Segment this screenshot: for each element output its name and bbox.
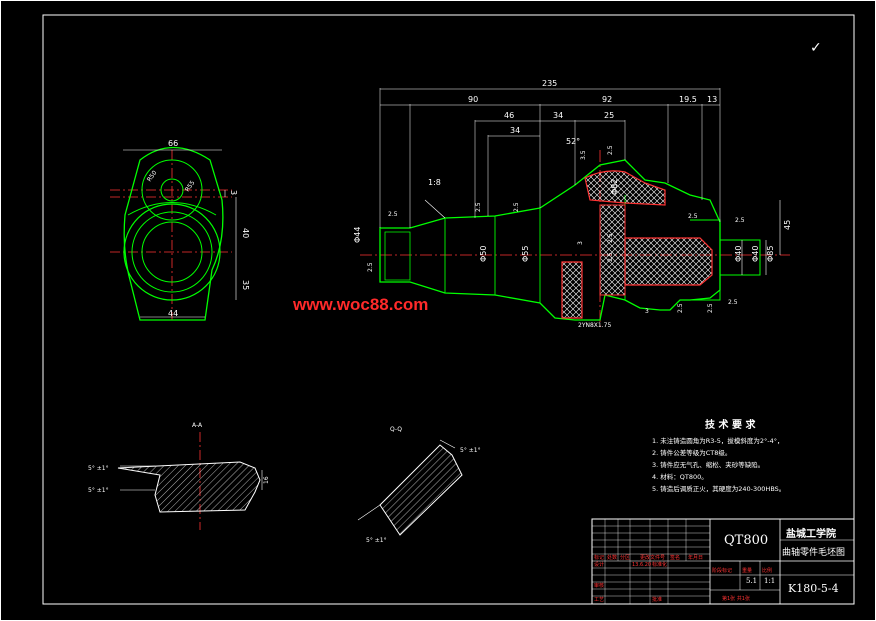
left-view xyxy=(110,147,237,321)
tb-label: 审核 xyxy=(594,582,604,589)
inner-frame xyxy=(42,14,855,605)
tech-req-item: 5. 铸造后调质正火，其硬度为240-300HBS。 xyxy=(652,484,785,493)
dim-small-1: 2.5 xyxy=(388,211,398,218)
dim-small-10: 2.5 xyxy=(688,213,698,220)
title-block xyxy=(591,518,855,605)
tb-drawing-number: K180-5-4 xyxy=(788,582,839,595)
section-aa xyxy=(117,432,263,530)
section-bb xyxy=(357,439,463,536)
tb-label: 处数 xyxy=(607,554,617,561)
dim-overall: 235 xyxy=(542,79,557,88)
dim-small-14: 3 xyxy=(645,308,649,315)
tb-label: 批准 xyxy=(652,596,662,603)
dim-dia-1: Φ44 xyxy=(353,227,362,243)
dim-bb-angle-1: 5° ±1° xyxy=(460,447,481,454)
tb-grid-labels: 标记 处数 分区 更改文件号 签名 年月日 设计 标准化 阶段标记 重量 比例 … xyxy=(594,554,772,603)
dim-bb-angle-2: 5° ±1° xyxy=(366,537,387,544)
dim-left-height-1: 40 xyxy=(241,228,250,238)
dim-small-5: 2.5 xyxy=(607,145,614,155)
tb-label: 标记 xyxy=(594,554,604,561)
dim-aa-angle-2: 5° ±1° xyxy=(88,487,109,494)
dim-dia-6: Φ85 xyxy=(766,246,775,262)
dim-small-11: 2.5 xyxy=(735,217,745,224)
tb-scale: 1:1 xyxy=(764,577,775,585)
tech-req-item: 3. 铸件应无气孔、缩松、夹砂等缺陷。 xyxy=(652,460,764,469)
tech-req-item: 4. 材料：QT800。 xyxy=(652,472,708,481)
dim-small-12: 2.5 xyxy=(677,303,684,313)
tech-req-title: 技 术 要 求 xyxy=(705,418,756,431)
tb-label: 签名 xyxy=(670,554,680,561)
tb-sheet: 第1张 共1张 xyxy=(722,595,750,602)
tb-label: 比例 xyxy=(762,567,772,574)
dim-small-2: 2.5 xyxy=(475,202,482,212)
dim-left-width-bottom: 44 xyxy=(168,309,178,318)
tb-weight: 5.1 xyxy=(746,577,757,585)
dim-top-2: 92 xyxy=(602,95,612,104)
dim-top-3: 19.5 xyxy=(679,95,697,104)
dim-left-r2: R55 xyxy=(184,179,197,193)
dim-small-6: 2.5 xyxy=(367,262,374,272)
tb-label: 设计 xyxy=(594,561,604,568)
dim-small-9: 2.5 xyxy=(607,252,614,262)
tb-label: 工艺 xyxy=(594,597,604,603)
roughness-check-icon: ✓ xyxy=(810,40,822,56)
dim-angle: 52° xyxy=(566,137,580,146)
dim-right-height: 45 xyxy=(783,220,792,230)
tb-label: 更改文件号 xyxy=(640,554,665,561)
dim-aa-angle-1: 5° ±1° xyxy=(88,465,109,472)
dim-dia-5: Φ40 xyxy=(734,246,743,262)
main-view xyxy=(360,88,790,330)
dim-aa-height: 16 xyxy=(263,476,270,484)
dim-dia-7: Φ40 xyxy=(751,246,760,262)
dim-small-3: 2.5 xyxy=(513,202,520,212)
tech-req-item: 1. 未注铸造圆角为R3-5，拔模斜度为2°-4°， xyxy=(652,436,784,445)
tb-label: 标准化 xyxy=(652,561,667,568)
dim-left-width-top: 66 xyxy=(168,139,178,148)
tb-date: 13.6.20 xyxy=(632,562,651,568)
dim-top-1: 90 xyxy=(468,95,478,104)
section-bb-label: Q-Q xyxy=(390,426,402,433)
dim-dia-3: Φ55 xyxy=(521,246,530,262)
dim-small-4: 3.5 xyxy=(580,150,587,160)
dim-third-1: 34 xyxy=(510,126,520,135)
dim-small-15: 2.5 xyxy=(728,299,738,306)
tb-institution: 盐城工学院 xyxy=(786,527,836,540)
dim-top-4: 13 xyxy=(707,95,717,104)
dim-second-2: 34 xyxy=(553,111,563,120)
section-aa-label: A-A xyxy=(192,422,203,429)
tech-req-item: 2. 铸件公差等级为CT8级。 xyxy=(652,448,731,457)
dim-bottom-note: 2YN8X1.75 xyxy=(578,322,611,329)
dim-left-small: 3 xyxy=(229,190,238,195)
dim-second-1: 46 xyxy=(504,111,514,120)
dim-small-13: 2.5 xyxy=(707,303,714,313)
dim-left-height-2: 35 xyxy=(241,280,250,290)
tb-label: 阶段标记 xyxy=(712,567,732,574)
dim-small-8: 3 xyxy=(577,241,584,245)
dim-taper: 1:8 xyxy=(428,178,441,187)
dim-left-r1: R50 xyxy=(146,169,159,183)
tb-material: QT800 xyxy=(724,533,768,548)
tb-label: 年月日 xyxy=(688,554,703,561)
tb-label: 重量 xyxy=(742,567,752,574)
tb-label: 分区 xyxy=(620,554,630,561)
dim-dia-2: Φ50 xyxy=(479,246,488,262)
watermark: www.woc88.com xyxy=(292,295,428,314)
dim-small-7: 2.5 xyxy=(607,233,614,243)
tb-drawing-name: 曲轴零件毛坯图 xyxy=(782,546,845,558)
dim-dia-4: Φ82 xyxy=(610,179,619,195)
dim-second-3: 25 xyxy=(604,111,614,120)
